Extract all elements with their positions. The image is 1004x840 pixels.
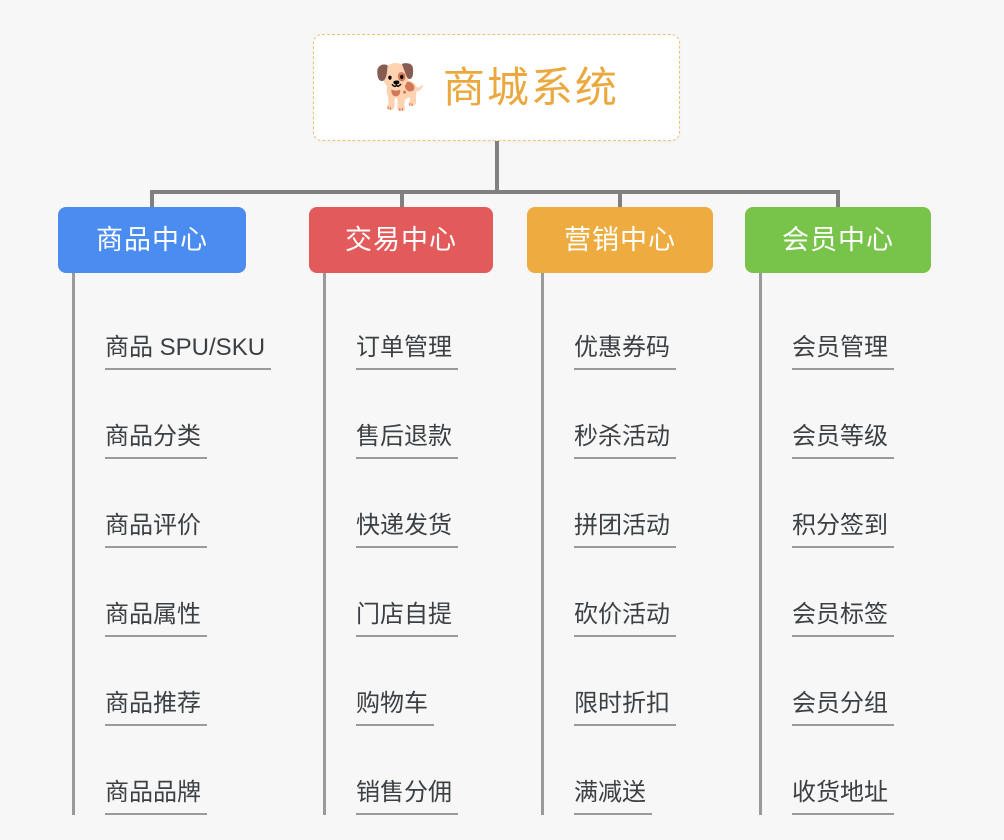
shiba-dog-face-icon: 🐕	[374, 62, 429, 112]
list-item[interactable]: 购物车	[326, 637, 493, 726]
list-item[interactable]: 秒杀活动	[544, 370, 713, 459]
leaf-label: 会员标签	[792, 601, 894, 637]
connector-drop-branch-3	[618, 190, 622, 207]
list-item[interactable]: 满减送	[544, 726, 713, 815]
list-item[interactable]: 快递发货	[326, 459, 493, 548]
branch-trade-center: 交易中心 订单管理 售后退款 快递发货 门店自提 购物车 销售分佣	[309, 207, 493, 815]
branch-children-4: 会员管理 会员等级 积分签到 会员标签 会员分组 收货地址	[759, 273, 931, 815]
leaf-label: 会员等级	[792, 423, 894, 459]
leaf-label: 商品属性	[105, 601, 207, 637]
list-item[interactable]: 积分签到	[762, 459, 931, 548]
leaf-label: 砍价活动	[574, 601, 676, 637]
connector-drop-branch-2	[400, 190, 404, 207]
branch-header-label-1: 商品中心	[96, 224, 208, 255]
branch-product-center: 商品中心 商品 SPU/SKU 商品分类 商品评价 商品属性 商品推荐 商品品牌	[58, 207, 272, 815]
connector-drop-branch-1	[150, 190, 154, 207]
root-title: 商城系统	[442, 63, 619, 111]
branch-children-3: 优惠券码 秒杀活动 拼团活动 砍价活动 限时折扣 满减送	[541, 273, 713, 815]
list-item[interactable]: 订单管理	[326, 281, 493, 370]
branch-member-center: 会员中心 会员管理 会员等级 积分签到 会员标签 会员分组 收货地址	[745, 207, 931, 815]
leaf-label: 商品品牌	[105, 779, 207, 815]
connector-root-stem	[495, 141, 499, 193]
list-item[interactable]: 收货地址	[762, 726, 931, 815]
leaf-label: 商品推荐	[105, 690, 207, 726]
leaf-label: 收货地址	[792, 779, 894, 815]
list-item[interactable]: 门店自提	[326, 548, 493, 637]
leaf-label: 商品 SPU/SKU	[105, 334, 272, 370]
list-item[interactable]: 限时折扣	[544, 637, 713, 726]
leaf-label: 商品分类	[105, 423, 207, 459]
connector-horizontal-bus	[150, 190, 840, 194]
branch-header-label-4: 会员中心	[782, 224, 894, 255]
list-item[interactable]: 商品分类	[75, 370, 246, 459]
leaf-label: 优惠券码	[574, 334, 676, 370]
leaf-label: 订单管理	[356, 334, 458, 370]
branch-header-3[interactable]: 营销中心	[527, 207, 713, 273]
branch-header-2[interactable]: 交易中心	[309, 207, 493, 273]
list-item[interactable]: 拼团活动	[544, 459, 713, 548]
list-item[interactable]: 会员分组	[762, 637, 931, 726]
leaf-label: 快递发货	[356, 512, 458, 548]
list-item[interactable]: 商品 SPU/SKU	[75, 281, 272, 370]
branch-header-4[interactable]: 会员中心	[745, 207, 931, 273]
list-item[interactable]: 商品品牌	[75, 726, 246, 815]
list-item[interactable]: 商品评价	[75, 459, 246, 548]
list-item[interactable]: 销售分佣	[326, 726, 493, 815]
branch-header-label-2: 交易中心	[345, 224, 457, 255]
leaf-label: 购物车	[356, 690, 434, 726]
list-item[interactable]: 商品属性	[75, 548, 246, 637]
leaf-label: 秒杀活动	[574, 423, 676, 459]
list-item[interactable]: 优惠券码	[544, 281, 713, 370]
leaf-label: 拼团活动	[574, 512, 676, 548]
list-item[interactable]: 会员标签	[762, 548, 931, 637]
branch-marketing-center: 营销中心 优惠券码 秒杀活动 拼团活动 砍价活动 限时折扣 满减送	[527, 207, 713, 815]
leaf-label: 销售分佣	[356, 779, 458, 815]
leaf-label: 商品评价	[105, 512, 207, 548]
leaf-label: 积分签到	[792, 512, 894, 548]
branch-children-2: 订单管理 售后退款 快递发货 门店自提 购物车 销售分佣	[323, 273, 493, 815]
list-item[interactable]: 商品推荐	[75, 637, 246, 726]
list-item[interactable]: 会员管理	[762, 281, 931, 370]
list-item[interactable]: 会员等级	[762, 370, 931, 459]
leaf-label: 满减送	[574, 779, 652, 815]
leaf-label: 会员分组	[792, 690, 894, 726]
branch-header-1[interactable]: 商品中心	[58, 207, 246, 273]
list-item[interactable]: 售后退款	[326, 370, 493, 459]
root-node[interactable]: 🐕 商城系统	[313, 34, 680, 141]
branch-children-1: 商品 SPU/SKU 商品分类 商品评价 商品属性 商品推荐 商品品牌	[72, 273, 272, 815]
list-item[interactable]: 砍价活动	[544, 548, 713, 637]
connector-drop-branch-4	[836, 190, 840, 207]
leaf-label: 售后退款	[356, 423, 458, 459]
branch-header-label-3: 营销中心	[564, 224, 676, 255]
leaf-label: 会员管理	[792, 334, 894, 370]
leaf-label: 门店自提	[356, 601, 458, 637]
leaf-label: 限时折扣	[574, 690, 676, 726]
